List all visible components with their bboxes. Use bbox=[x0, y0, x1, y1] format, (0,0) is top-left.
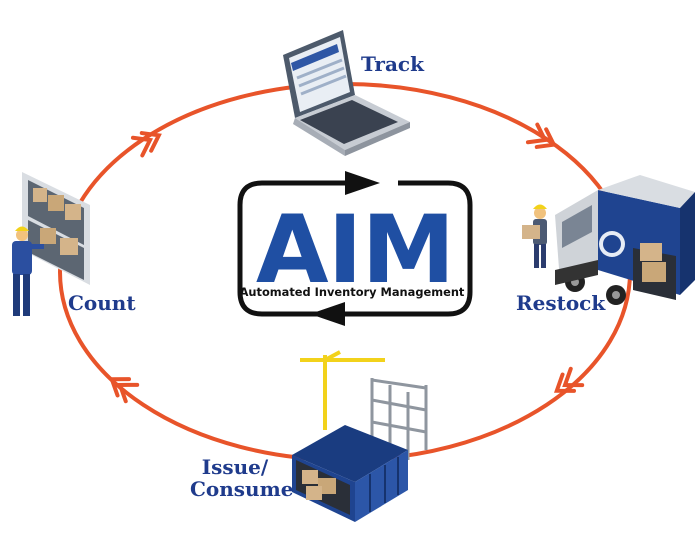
warehouse-worker-icon bbox=[522, 204, 547, 268]
cycle-arrow-icon bbox=[310, 302, 345, 326]
aim-title: AIM bbox=[256, 196, 454, 305]
aim-logo: AIM Automated Inventory Management bbox=[237, 171, 473, 326]
cycle-arrow-icon bbox=[130, 122, 557, 158]
stage-label-track: Track bbox=[361, 52, 424, 76]
laptop-icon bbox=[283, 30, 410, 156]
shelf-icon bbox=[22, 172, 90, 285]
crane-icon bbox=[300, 350, 385, 430]
stage-label-issue-line1: Issue/ bbox=[201, 455, 269, 479]
shelf-icon bbox=[370, 378, 428, 460]
stage-label-issue-consume: Issue/ Consume bbox=[190, 455, 294, 501]
warehouse-worker-icon bbox=[12, 226, 44, 316]
shipping-container-icon bbox=[292, 425, 408, 522]
stage-label-count: Count bbox=[68, 291, 136, 315]
stage-label-issue-line2: Consume bbox=[190, 477, 294, 501]
stage-label-restock: Restock bbox=[516, 291, 606, 315]
aim-subtitle: Automated Inventory Management bbox=[240, 285, 465, 299]
cycle-arrow-icon bbox=[108, 366, 585, 404]
delivery-truck-icon bbox=[555, 175, 695, 305]
cycle-arrow-icon bbox=[345, 171, 380, 195]
